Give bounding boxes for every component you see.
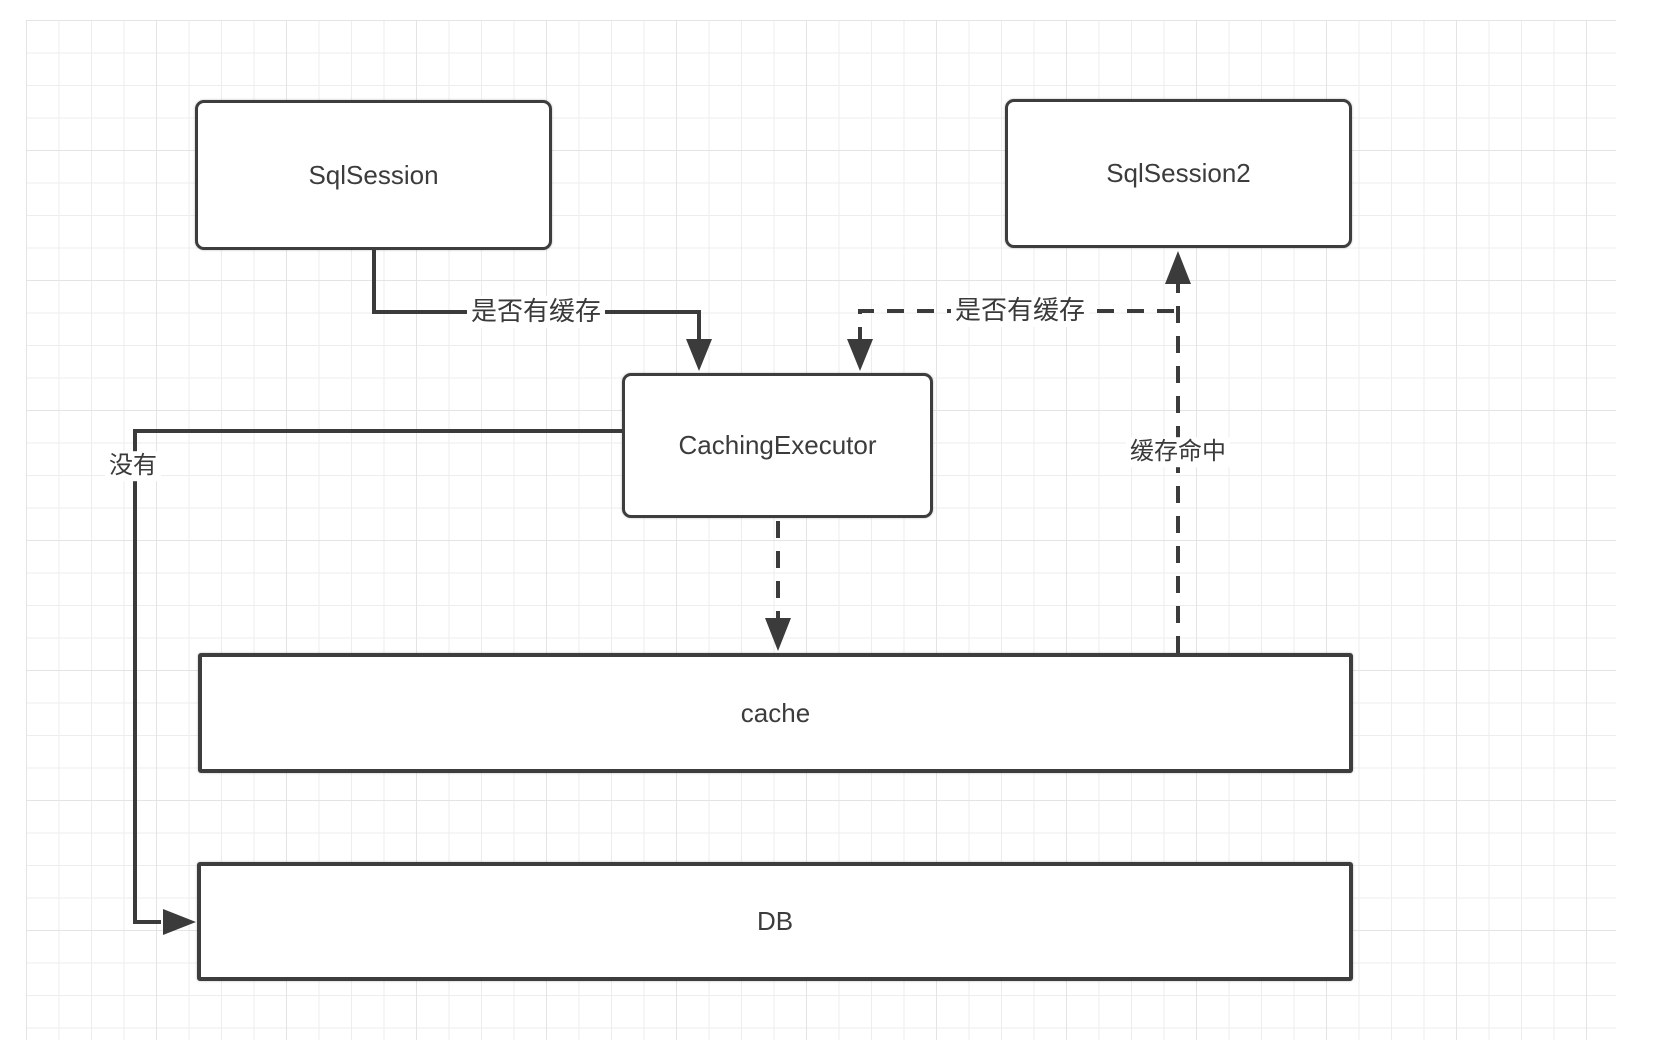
node-cache[interactable]: cache (198, 653, 1353, 773)
node-sqlsession2[interactable]: SqlSession2 (1005, 99, 1352, 248)
arrowhead-down-icon (765, 618, 791, 651)
node-label: cache (740, 697, 811, 728)
edge-label-no-cache[interactable]: 没有 (105, 451, 161, 481)
edge-cachingexecutor-to-db[interactable] (133, 429, 622, 935)
node-label: SqlSession (308, 159, 439, 190)
edge-cachingexecutor-to-cache[interactable] (765, 521, 791, 651)
arrowhead-down-icon (686, 339, 712, 371)
arrowhead-right-icon (163, 909, 196, 935)
edge-label-cache-hit[interactable]: 缓存命中 (1126, 437, 1230, 467)
edge-cache-to-sqlsession2[interactable] (1165, 251, 1191, 653)
node-label: CachingExecutor (678, 430, 877, 460)
node-label: SqlSession2 (1106, 158, 1251, 188)
arrowhead-down-icon (847, 339, 873, 371)
arrowhead-up-icon (1165, 251, 1191, 284)
node-cachingexecutor[interactable]: CachingExecutor (622, 373, 933, 518)
node-sqlsession[interactable]: SqlSession (195, 100, 552, 250)
node-db[interactable]: DB (197, 862, 1353, 981)
edge-label-check-cache-dashed[interactable]: 是否有缓存 (950, 295, 1090, 327)
edge-label-check-cache-solid[interactable]: 是否有缓存 (466, 296, 606, 328)
node-label: DB (756, 906, 794, 936)
